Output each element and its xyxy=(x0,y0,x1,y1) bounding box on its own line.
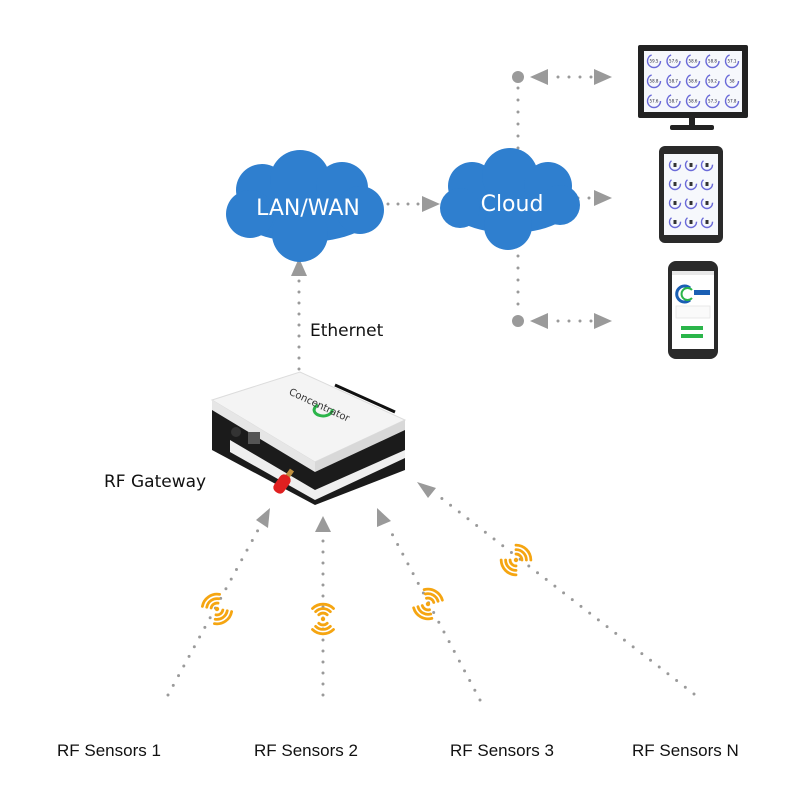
svg-text:57.1: 57.1 xyxy=(728,59,737,64)
gauge xyxy=(668,158,682,172)
gauge xyxy=(700,177,714,191)
junction-dot xyxy=(512,71,524,83)
gauge xyxy=(684,196,698,210)
gauge: 57.6 xyxy=(646,93,662,109)
svg-text:58.7: 58.7 xyxy=(669,99,678,104)
rf-gateway-device: Concentrator xyxy=(210,371,407,505)
gauge: 59.2 xyxy=(705,73,720,89)
gauge: 57.6 xyxy=(666,53,681,69)
sensor-label-1: RF Sensors 1 xyxy=(57,741,161,760)
sensor-label-3: RF Sensors 3 xyxy=(450,741,554,760)
gauge xyxy=(684,215,698,229)
signal-icon xyxy=(499,543,533,577)
gauge: 58.8 xyxy=(646,73,662,89)
sensor-label-2: RF Sensors 2 xyxy=(254,741,358,760)
gauge-grid xyxy=(668,158,714,229)
arrow-left-icon xyxy=(530,69,548,85)
arrow-up-icon xyxy=(315,516,331,532)
svg-text:58.7: 58.7 xyxy=(669,79,678,84)
junction-dot xyxy=(512,315,524,327)
gauge: 58 xyxy=(724,73,740,89)
arrow-right-icon xyxy=(594,190,612,206)
app-logo-icon xyxy=(675,284,691,304)
monitor-display: 59.5 57.6 58.6 58.8 57.1 58.8 58.7 58.6 59.2 58 57… xyxy=(638,45,748,130)
svg-text:58.8: 58.8 xyxy=(650,79,659,84)
gauge: 58.8 xyxy=(705,53,720,69)
gauge: 58.6 xyxy=(685,73,701,89)
svg-text:57.3: 57.3 xyxy=(708,99,717,104)
gauge xyxy=(684,158,698,172)
arrow-icon xyxy=(417,482,436,498)
arrow-right-icon xyxy=(422,196,440,212)
gauge: 57.1 xyxy=(724,53,740,69)
gauge: 58.7 xyxy=(666,93,681,109)
sensor-label-n: RF Sensors N xyxy=(632,741,739,760)
ethernet-connector xyxy=(291,258,307,382)
arrow-right-icon xyxy=(594,69,612,85)
rf-gateway-label: RF Gateway xyxy=(104,472,207,492)
gauge: 58.7 xyxy=(666,73,681,89)
cloud-label: Cloud xyxy=(481,192,544,217)
gauge: 57.3 xyxy=(705,93,720,109)
gauge xyxy=(668,215,682,229)
svg-text:59.2: 59.2 xyxy=(708,79,717,84)
signal-icon xyxy=(311,602,335,636)
gauge-grid: 59.5 57.6 58.6 58.8 57.1 58.8 58.7 58.6 59.2 58 57… xyxy=(646,53,740,109)
lan-wan-label: LAN/WAN xyxy=(256,196,360,221)
sensor-connectors xyxy=(166,482,696,702)
svg-text:58.6: 58.6 xyxy=(689,99,698,104)
arrow-icon xyxy=(256,508,270,528)
svg-text:58: 58 xyxy=(729,79,735,84)
lan-to-cloud-connector xyxy=(386,196,440,212)
gauge: 59.5 xyxy=(646,53,662,69)
svg-text:58.8: 58.8 xyxy=(708,59,717,64)
svg-text:58.6: 58.6 xyxy=(689,79,698,84)
cloud-node: Cloud xyxy=(440,148,580,250)
gauge xyxy=(700,158,714,172)
svg-text:57.6: 57.6 xyxy=(650,99,659,104)
gauge: 57.8 xyxy=(724,93,740,109)
arrow-right-icon xyxy=(594,313,612,329)
arrow-icon xyxy=(377,508,391,527)
arrow-up-icon xyxy=(291,258,307,276)
antenna-icon xyxy=(273,474,291,494)
gauge: 58.6 xyxy=(685,53,701,69)
logo-icon xyxy=(312,403,334,418)
gauge xyxy=(668,177,682,191)
signal-icons xyxy=(200,543,533,636)
svg-text:58.6: 58.6 xyxy=(689,59,698,64)
lan-wan-cloud: LAN/WAN xyxy=(226,150,384,262)
svg-text:57.8: 57.8 xyxy=(728,99,737,104)
gauge: 58.6 xyxy=(685,93,701,109)
svg-text:57.6: 57.6 xyxy=(669,59,678,64)
signal-icon xyxy=(200,592,234,626)
ethernet-label: Ethernet xyxy=(310,321,384,341)
gauge xyxy=(700,196,714,210)
cloud-bus-connector xyxy=(512,69,612,329)
signal-icon xyxy=(412,587,444,621)
svg-text:59.5: 59.5 xyxy=(650,59,659,64)
gauge xyxy=(700,215,714,229)
phone-display xyxy=(668,261,718,359)
gauge xyxy=(668,196,682,210)
tablet-display xyxy=(659,146,723,243)
arrow-left-icon xyxy=(530,313,548,329)
gauge xyxy=(684,177,698,191)
